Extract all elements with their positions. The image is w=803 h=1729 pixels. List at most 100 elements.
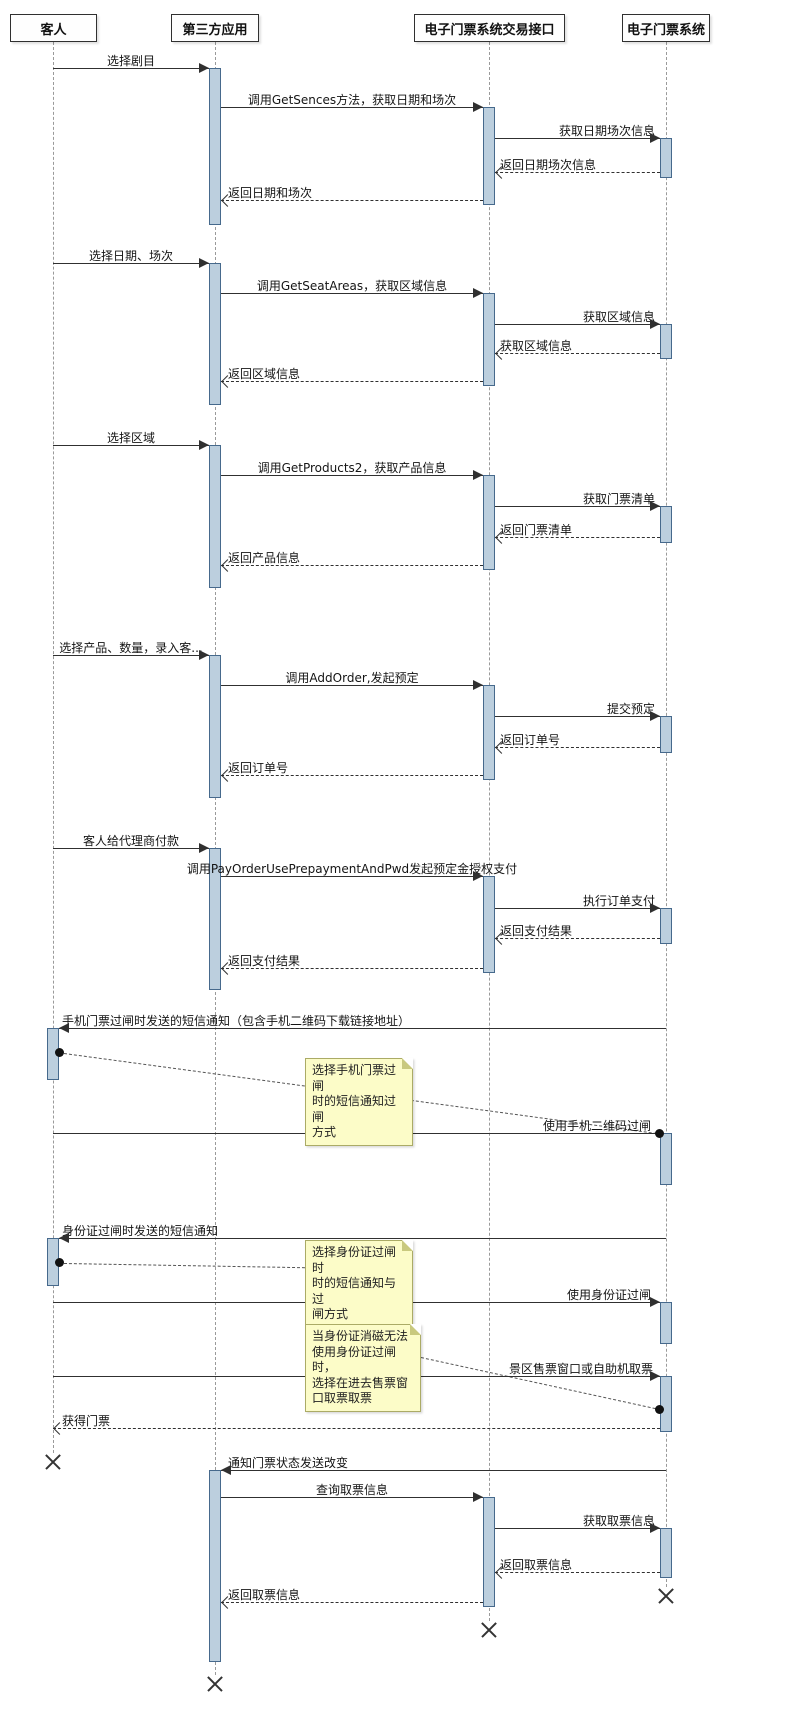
- message-line: [221, 293, 483, 294]
- activation-bar: [483, 1497, 495, 1607]
- arrowhead: [650, 903, 660, 913]
- arrowhead: [650, 1371, 660, 1381]
- participant-head-ticket-system: 电子门票系统: [622, 14, 710, 42]
- message-line: [221, 107, 483, 108]
- message-line: [495, 324, 660, 325]
- message-label: 调用GetSeatAreas，获取区域信息: [256, 279, 448, 293]
- activation-bar: [660, 1376, 672, 1432]
- lifeline-guest: [53, 42, 54, 1453]
- message-label: 返回区域信息: [228, 367, 301, 381]
- message-label: 获取取票信息: [582, 1514, 655, 1528]
- message-label: 获取门票清单: [582, 492, 655, 506]
- message-label: 查询取票信息: [315, 1483, 389, 1497]
- return-line: [221, 968, 483, 969]
- message-label: 景区售票窗口或自助机取票: [508, 1362, 653, 1376]
- activation-bar: [209, 68, 221, 225]
- message-line: [53, 445, 209, 446]
- activation-bar: [483, 475, 495, 570]
- return-line: [221, 200, 483, 201]
- activation-bar: [483, 293, 495, 386]
- message-line: [59, 1028, 666, 1029]
- arrowhead: [473, 680, 483, 690]
- message-label: 返回门票清单: [500, 523, 573, 537]
- message-label: 调用PayOrderUsePrepaymentAndPwd发起预定金授权支付: [186, 862, 518, 876]
- participant-head-third-party-app: 第三方应用: [171, 14, 259, 42]
- anchor-dot: [655, 1129, 664, 1138]
- arrowhead: [59, 1233, 69, 1243]
- destroy-x: [480, 1621, 498, 1639]
- activation-bar: [660, 716, 672, 753]
- return-line: [53, 1428, 660, 1429]
- lifeline-ticket-api: [489, 42, 490, 1621]
- arrowhead: [473, 871, 483, 881]
- arrowhead: [650, 711, 660, 721]
- arrowhead: [59, 1023, 69, 1033]
- activation-bar: [209, 655, 221, 798]
- note: 选择身份证过闸时 时的短信通知与过 闸方式: [305, 1240, 413, 1328]
- message-label: 身份证过闸时发送的短信通知: [62, 1224, 219, 1238]
- message-line: [495, 716, 660, 717]
- message-label: 通知门票状态发送改变: [228, 1456, 349, 1470]
- arrowhead: [473, 102, 483, 112]
- destroy-x: [657, 1587, 675, 1605]
- note: 当身份证消磁无法 使用身份证过闸时， 选择在进去售票窗 口取票取票: [305, 1324, 421, 1412]
- activation-bar: [209, 1470, 221, 1662]
- message-label: 使用身份证过闸: [566, 1288, 651, 1302]
- message-line: [221, 1470, 666, 1471]
- message-label: 客人给代理商付款: [82, 834, 180, 848]
- activation-bar: [483, 107, 495, 205]
- participant-label: 电子门票系统交易接口: [424, 22, 555, 38]
- message-label: 返回订单号: [228, 761, 289, 775]
- arrowhead: [199, 650, 209, 660]
- message-line: [221, 475, 483, 476]
- return-line: [495, 353, 660, 354]
- participant-head-ticket-api: 电子门票系统交易接口: [414, 14, 565, 42]
- return-line: [221, 775, 483, 776]
- message-line: [53, 655, 209, 656]
- message-label: 选择产品、数量，录入客...: [59, 641, 203, 655]
- participant-label: 电子门票系统: [626, 22, 705, 38]
- note: 选择手机门票过闸 时的短信通知过闸 方式: [305, 1058, 413, 1146]
- return-line: [495, 172, 660, 173]
- activation-bar: [660, 138, 672, 178]
- message-line: [221, 876, 483, 877]
- message-label: 返回取票信息: [500, 1558, 573, 1572]
- activation-bar: [209, 263, 221, 405]
- activation-bar: [660, 324, 672, 359]
- arrowhead: [473, 1492, 483, 1502]
- message-line: [59, 1238, 666, 1239]
- arrowhead: [650, 1523, 660, 1533]
- anchor-dot: [55, 1048, 64, 1057]
- return-line: [221, 1602, 483, 1603]
- destroy-x: [206, 1675, 224, 1693]
- arrowhead: [221, 1465, 231, 1475]
- message-label: 返回支付结果: [228, 954, 301, 968]
- message-line: [53, 68, 209, 69]
- message-line: [53, 263, 209, 264]
- participant-label: 第三方应用: [182, 22, 248, 38]
- message-label: 选择区域: [106, 431, 156, 445]
- arrowhead: [650, 319, 660, 329]
- anchor-dot: [55, 1258, 64, 1267]
- message-label: 返回取票信息: [228, 1588, 301, 1602]
- arrowhead: [473, 470, 483, 480]
- message-label: 提交预定: [606, 702, 655, 716]
- message-line: [495, 138, 660, 139]
- message-label: 调用GetSences方法，获取日期和场次: [247, 93, 457, 107]
- message-label: 调用AddOrder,发起预定: [285, 671, 419, 685]
- activation-bar: [483, 876, 495, 973]
- arrowhead: [199, 843, 209, 853]
- message-label: 返回产品信息: [228, 551, 301, 565]
- activation-bar: [660, 1133, 672, 1185]
- activation-bar: [660, 1528, 672, 1578]
- message-label: 获取日期场次信息: [558, 124, 655, 138]
- message-line: [221, 1497, 483, 1498]
- note-link-line: [63, 1263, 305, 1269]
- message-line: [495, 1528, 660, 1529]
- message-label: 获取区域信息: [500, 339, 573, 353]
- arrowhead: [650, 1297, 660, 1307]
- message-label: 调用GetProducts2，获取产品信息: [257, 461, 447, 475]
- return-line: [221, 381, 483, 382]
- activation-bar: [660, 506, 672, 543]
